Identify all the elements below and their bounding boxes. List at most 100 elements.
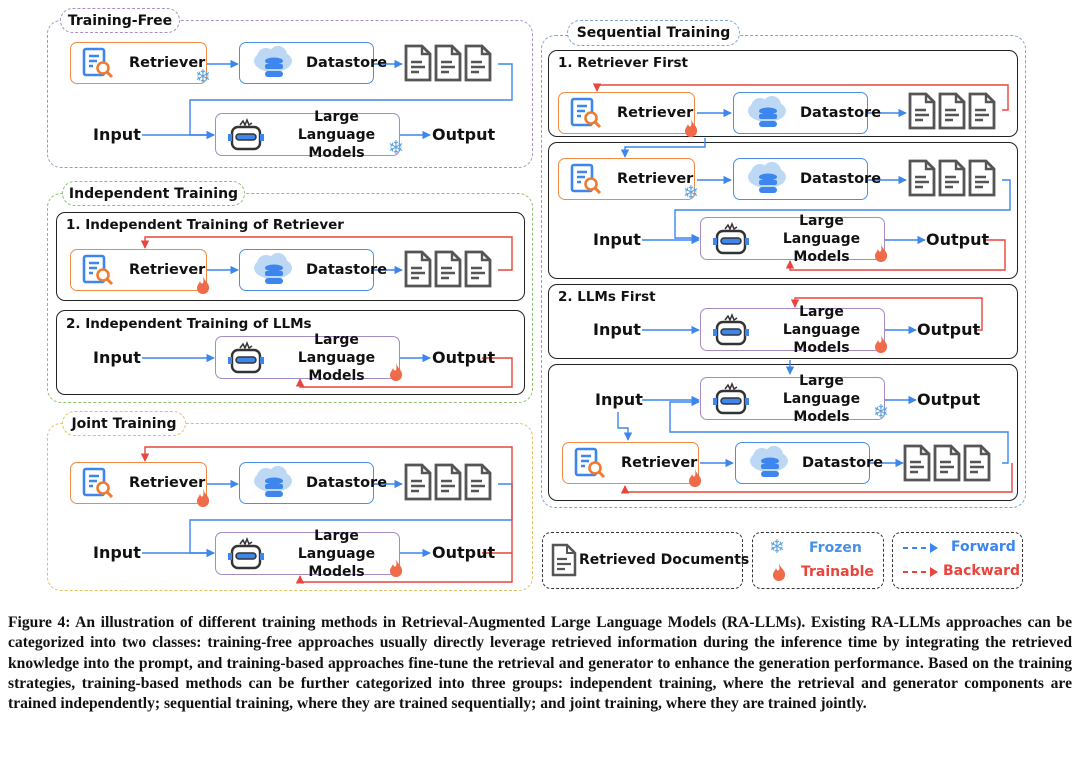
joint-training-label: Joint Training bbox=[62, 411, 186, 436]
retrieved-documents bbox=[908, 159, 996, 197]
retrieved-documents bbox=[908, 92, 996, 130]
llm-label-line1: Large Language bbox=[782, 372, 861, 407]
seq-llms-first-title: 2. LLMs First bbox=[558, 289, 656, 305]
forward-arrow-icon bbox=[903, 543, 938, 553]
retriever-label: Retriever bbox=[617, 105, 694, 121]
legend-documents: Retrieved Documents bbox=[542, 532, 749, 589]
llm-label-line2: Models bbox=[793, 408, 850, 425]
input-label: Input bbox=[595, 390, 643, 409]
document-search-icon bbox=[81, 253, 115, 287]
training-free-frame bbox=[47, 20, 533, 168]
output-label: Output bbox=[432, 348, 496, 367]
datastore-label: Datastore bbox=[306, 475, 388, 491]
legend-documents-label: Retrieved Documents bbox=[579, 552, 750, 568]
document-search-icon bbox=[569, 96, 603, 130]
retriever-box: Retriever bbox=[70, 462, 207, 504]
datastore-box: Datastore bbox=[239, 249, 387, 291]
llm-label-line2: Models bbox=[793, 339, 850, 356]
retrieved-documents bbox=[404, 463, 492, 501]
document-icon bbox=[933, 444, 961, 482]
document-search-icon bbox=[81, 46, 115, 80]
datastore-label: Datastore bbox=[802, 455, 884, 471]
flame-icon bbox=[771, 562, 787, 586]
flame-icon bbox=[873, 243, 889, 267]
llm-label-line2: Models bbox=[308, 144, 365, 161]
retriever-label: Retriever bbox=[129, 262, 206, 278]
flame-icon bbox=[683, 118, 699, 142]
llm-label-line1: Large Language bbox=[782, 212, 861, 247]
llm-label-line1: Large Language bbox=[297, 108, 376, 143]
flame-icon bbox=[687, 468, 703, 492]
document-icon bbox=[938, 92, 966, 130]
llm-label-line2: Models bbox=[308, 367, 365, 384]
sequential-training-label: Sequential Training bbox=[567, 20, 740, 46]
legend-forward-label: Forward bbox=[951, 539, 1016, 555]
output-label: Output bbox=[917, 320, 981, 339]
cloud-database-icon bbox=[252, 46, 294, 80]
document-icon bbox=[404, 44, 432, 82]
robot-icon bbox=[226, 536, 266, 572]
flame-icon bbox=[873, 334, 889, 358]
robot-icon bbox=[711, 312, 751, 348]
retriever-label: Retriever bbox=[621, 455, 698, 471]
robot-icon bbox=[226, 340, 266, 376]
legend-trainable-label: Trainable bbox=[801, 564, 874, 580]
retriever-box: Retriever bbox=[558, 92, 695, 134]
retriever-label: Retriever bbox=[617, 171, 694, 187]
joint-training-frame bbox=[47, 423, 533, 591]
snowflake-icon: ❄ bbox=[873, 401, 889, 423]
cloud-database-icon bbox=[252, 466, 294, 500]
datastore-box: Datastore bbox=[733, 92, 881, 134]
retriever-label: Retriever bbox=[129, 475, 206, 491]
legend-backward-label: Backward bbox=[943, 563, 1021, 579]
document-icon bbox=[903, 444, 931, 482]
datastore-label: Datastore bbox=[306, 262, 388, 278]
seq-retriever-first-title: 1. Retriever First bbox=[558, 55, 688, 71]
independent-llm-title: 2. Independent Training of LLMs bbox=[66, 316, 312, 332]
output-label: Output bbox=[917, 390, 981, 409]
robot-icon bbox=[226, 117, 266, 153]
document-icon bbox=[434, 463, 462, 501]
cloud-database-icon bbox=[746, 96, 788, 130]
output-label: Output bbox=[432, 125, 496, 144]
datastore-label: Datastore bbox=[306, 55, 388, 71]
training-free-label: Training-Free bbox=[60, 8, 180, 33]
llm-label-line1: Large Language bbox=[297, 331, 376, 366]
snowflake-icon: ❄ bbox=[683, 182, 699, 204]
output-label: Output bbox=[432, 543, 496, 562]
document-icon bbox=[908, 159, 936, 197]
input-label: Input bbox=[593, 320, 641, 339]
datastore-label: Datastore bbox=[800, 171, 882, 187]
retrieved-documents bbox=[404, 250, 492, 288]
llm-label-line1: Large Language bbox=[297, 527, 376, 562]
document-icon bbox=[464, 44, 492, 82]
document-icon bbox=[968, 92, 996, 130]
flame-icon bbox=[388, 362, 404, 386]
document-icon bbox=[963, 444, 991, 482]
snowflake-icon: ❄ bbox=[195, 66, 211, 88]
document-icon bbox=[464, 463, 492, 501]
cloud-database-icon bbox=[748, 446, 790, 480]
datastore-label: Datastore bbox=[800, 105, 882, 121]
input-label: Input bbox=[593, 230, 641, 249]
datastore-box: Datastore bbox=[735, 442, 883, 484]
output-label: Output bbox=[926, 230, 990, 249]
retrieved-documents bbox=[404, 44, 492, 82]
document-icon bbox=[464, 250, 492, 288]
retrieved-documents bbox=[903, 444, 991, 482]
datastore-box: Datastore bbox=[239, 462, 387, 504]
retriever-box: Retriever bbox=[70, 249, 207, 291]
retriever-box: Retriever bbox=[70, 42, 207, 84]
snowflake-icon: ❄ bbox=[388, 137, 404, 159]
legend-frozen-label: Frozen bbox=[809, 540, 862, 556]
flame-icon bbox=[195, 488, 211, 512]
document-icon bbox=[434, 250, 462, 288]
